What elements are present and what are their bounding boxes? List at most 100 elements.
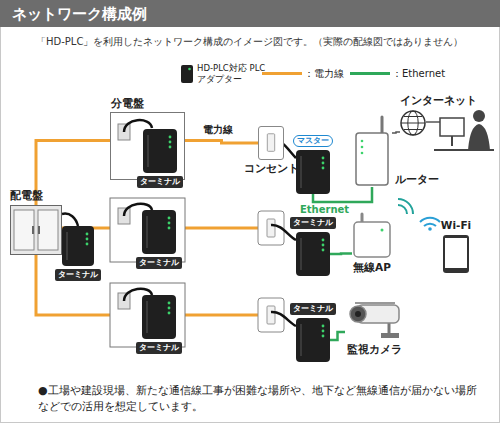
adapter-led [86,238,89,241]
adapter-led [322,335,325,338]
person-body [468,124,490,150]
power-line [185,314,258,317]
globe-outline [401,111,425,135]
adapter-led [322,325,325,328]
person-head [473,110,485,122]
connector [392,131,400,133]
header-bar [0,0,500,27]
adapter-led [169,136,172,139]
adapter-node: ターミナル [62,226,94,266]
node-outline [10,205,62,255]
sub-panel [110,198,185,262]
role-badge: ターミナル [136,257,182,269]
outlet-slot [267,134,274,152]
role-badge: ターミナル [290,303,336,315]
globe-parallel [401,117,425,130]
adapter-led [168,217,171,220]
legend-swatch [262,72,302,75]
node-outline [296,150,330,194]
node-label: ルーター [395,173,439,187]
wifi-wave [398,199,413,214]
adapter-led [168,312,171,315]
camera-base [381,333,399,338]
connector-label: Ethernet [300,204,349,215]
adapter-led [168,222,171,225]
router-led [361,152,364,155]
node-label: 監視カメラ [347,343,402,357]
node-outline [142,295,176,339]
cabinet-node: 配電盤 [10,205,62,255]
node-outline [296,318,330,362]
adapter-led [168,302,171,305]
role-badge: ターミナル [137,176,183,188]
node-outline [62,226,94,266]
ap-body [354,222,390,257]
cabinet-door [14,210,34,250]
router-led [361,146,364,149]
camera-hood [355,302,395,304]
adapter-groove [147,135,149,167]
adapter-led [168,227,171,230]
internet-link [426,121,440,123]
adapter-node: ターミナル [142,295,176,339]
cabinet-handle [38,226,40,234]
intro-note: 「HD-PLC」を利用したネットワーク構成のイメージ図です。（実際の配線図ではあ… [36,35,463,49]
node-outline [352,212,392,258]
pc-stand [451,136,453,146]
role-badge: ターミナル [136,342,182,354]
connector [36,141,110,205]
connector [185,141,258,143]
power-line [185,227,258,230]
adapter-led [86,243,89,246]
adapter-led [322,157,325,160]
legend-text: ：Ethernet [392,67,445,81]
cabinet-handle [32,226,34,234]
adapter-led [322,162,325,165]
desk [434,149,494,151]
adapter-groove [300,238,302,270]
adapter-node: ターミナル [142,210,176,254]
adapter-groove [300,156,302,188]
tablet-body [443,235,469,273]
role-badge: マスター [293,135,333,147]
router-node: ルーター [352,115,392,187]
footnote: ●工場や建設現場、新たな通信線工事が困難な場所や、地下など無線通信が届かない場所… [38,383,478,415]
role-badge: ターミナル [55,269,101,281]
node-label: コンセント [244,162,299,176]
connector [330,252,352,255]
router-led [361,140,364,143]
adapter-node: ターミナル [296,232,330,276]
pc-monitor [440,118,464,136]
camera-node: 監視カメラ [345,300,403,340]
wifi-wave [398,205,407,214]
adapter-led [322,239,325,242]
cabinet-door [38,210,58,250]
wifi-symbol [420,218,440,222]
header-title: ネットワーク構成例 [12,5,147,24]
ap-led [381,229,384,232]
node-label: Wi-Fi [441,219,471,231]
camera-lens-core [355,311,361,317]
tablet-screen [445,238,467,268]
globe-node: インターネット [400,110,426,136]
adapter-groove [300,324,302,356]
adapter-led [169,141,172,144]
node-outline [345,300,403,340]
plug-cord [62,214,78,226]
adapter-led [322,330,325,333]
wifi-symbol [424,224,436,226]
camera-lens [350,306,366,322]
adapter-led [86,233,89,236]
adapter-groove [146,216,148,248]
outlet-slot [267,219,275,237]
node-label: インターネット [400,94,477,108]
wifi-symbol [428,227,432,231]
outlet-slot [267,306,275,324]
legend-text: HD-PLC対応 PLCアダプター [197,63,267,85]
master-adapter: マスター [296,150,330,194]
node-outline [143,129,177,173]
node-outline [296,232,330,276]
node-outline [400,110,426,136]
